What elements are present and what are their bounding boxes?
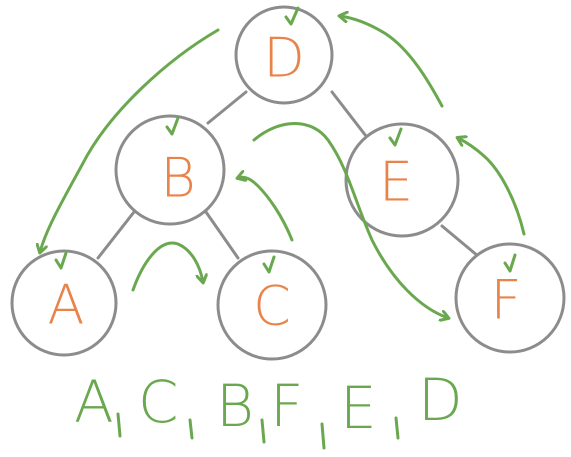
- node-a-label: A: [48, 274, 85, 337]
- arrow-c-to-b: [238, 177, 294, 242]
- check-c-icon: [262, 255, 276, 274]
- node-b-circle: [114, 114, 226, 226]
- check-f-icon: [503, 253, 517, 273]
- node-f: F: [454, 242, 566, 354]
- sequence-separator-2: [188, 418, 194, 440]
- node-a-circle: [10, 249, 118, 357]
- tree-edges: [96, 90, 480, 260]
- sequence-item-2: C: [138, 368, 179, 436]
- edge-b-a: [96, 210, 136, 260]
- node-c-label: C: [253, 275, 291, 338]
- edge-e-f: [440, 224, 480, 258]
- node-e-label: E: [379, 151, 413, 214]
- sequence-separator-3: [260, 418, 266, 444]
- sequence-separator-4: [320, 422, 326, 450]
- node-d: D: [234, 5, 334, 105]
- check-b-icon: [165, 116, 180, 136]
- node-a: A: [10, 249, 118, 357]
- sequence-item-6: D: [418, 366, 463, 434]
- check-d-icon: [284, 6, 300, 26]
- sequence-separator-5: [394, 416, 400, 440]
- node-c: C: [216, 249, 328, 361]
- node-b-label: B: [160, 147, 195, 210]
- node-c-circle: [216, 249, 328, 361]
- sequence-separator-1: [116, 412, 122, 438]
- check-a-icon: [54, 251, 68, 270]
- arrow-e-to-d: [340, 16, 444, 108]
- arrow-f-to-e: [458, 138, 526, 236]
- traversal-sequence: A C B F E D: [74, 366, 463, 450]
- edge-b-c: [204, 210, 240, 260]
- sequence-item-4: F: [270, 372, 303, 440]
- node-e: E: [344, 122, 460, 238]
- arrow-a-to-c: [131, 241, 203, 292]
- check-e-icon: [388, 127, 403, 147]
- node-f-label: F: [490, 269, 521, 332]
- visited-checkmarks: [54, 6, 517, 274]
- node-d-circle: [234, 5, 334, 105]
- node-f-circle: [454, 242, 566, 354]
- arrow-b-to-f: [252, 122, 448, 319]
- node-d-label: D: [263, 27, 305, 90]
- sequence-item-3: B: [216, 372, 254, 440]
- traversal-arrows: [40, 16, 526, 319]
- arrow-d-to-a: [40, 28, 220, 252]
- node-e-circle: [344, 122, 460, 238]
- sequence-item-5: E: [340, 374, 377, 442]
- edge-d-b: [206, 90, 248, 125]
- edge-d-e: [330, 90, 368, 138]
- sequence-item-1: A: [74, 368, 114, 436]
- node-b: B: [114, 114, 226, 226]
